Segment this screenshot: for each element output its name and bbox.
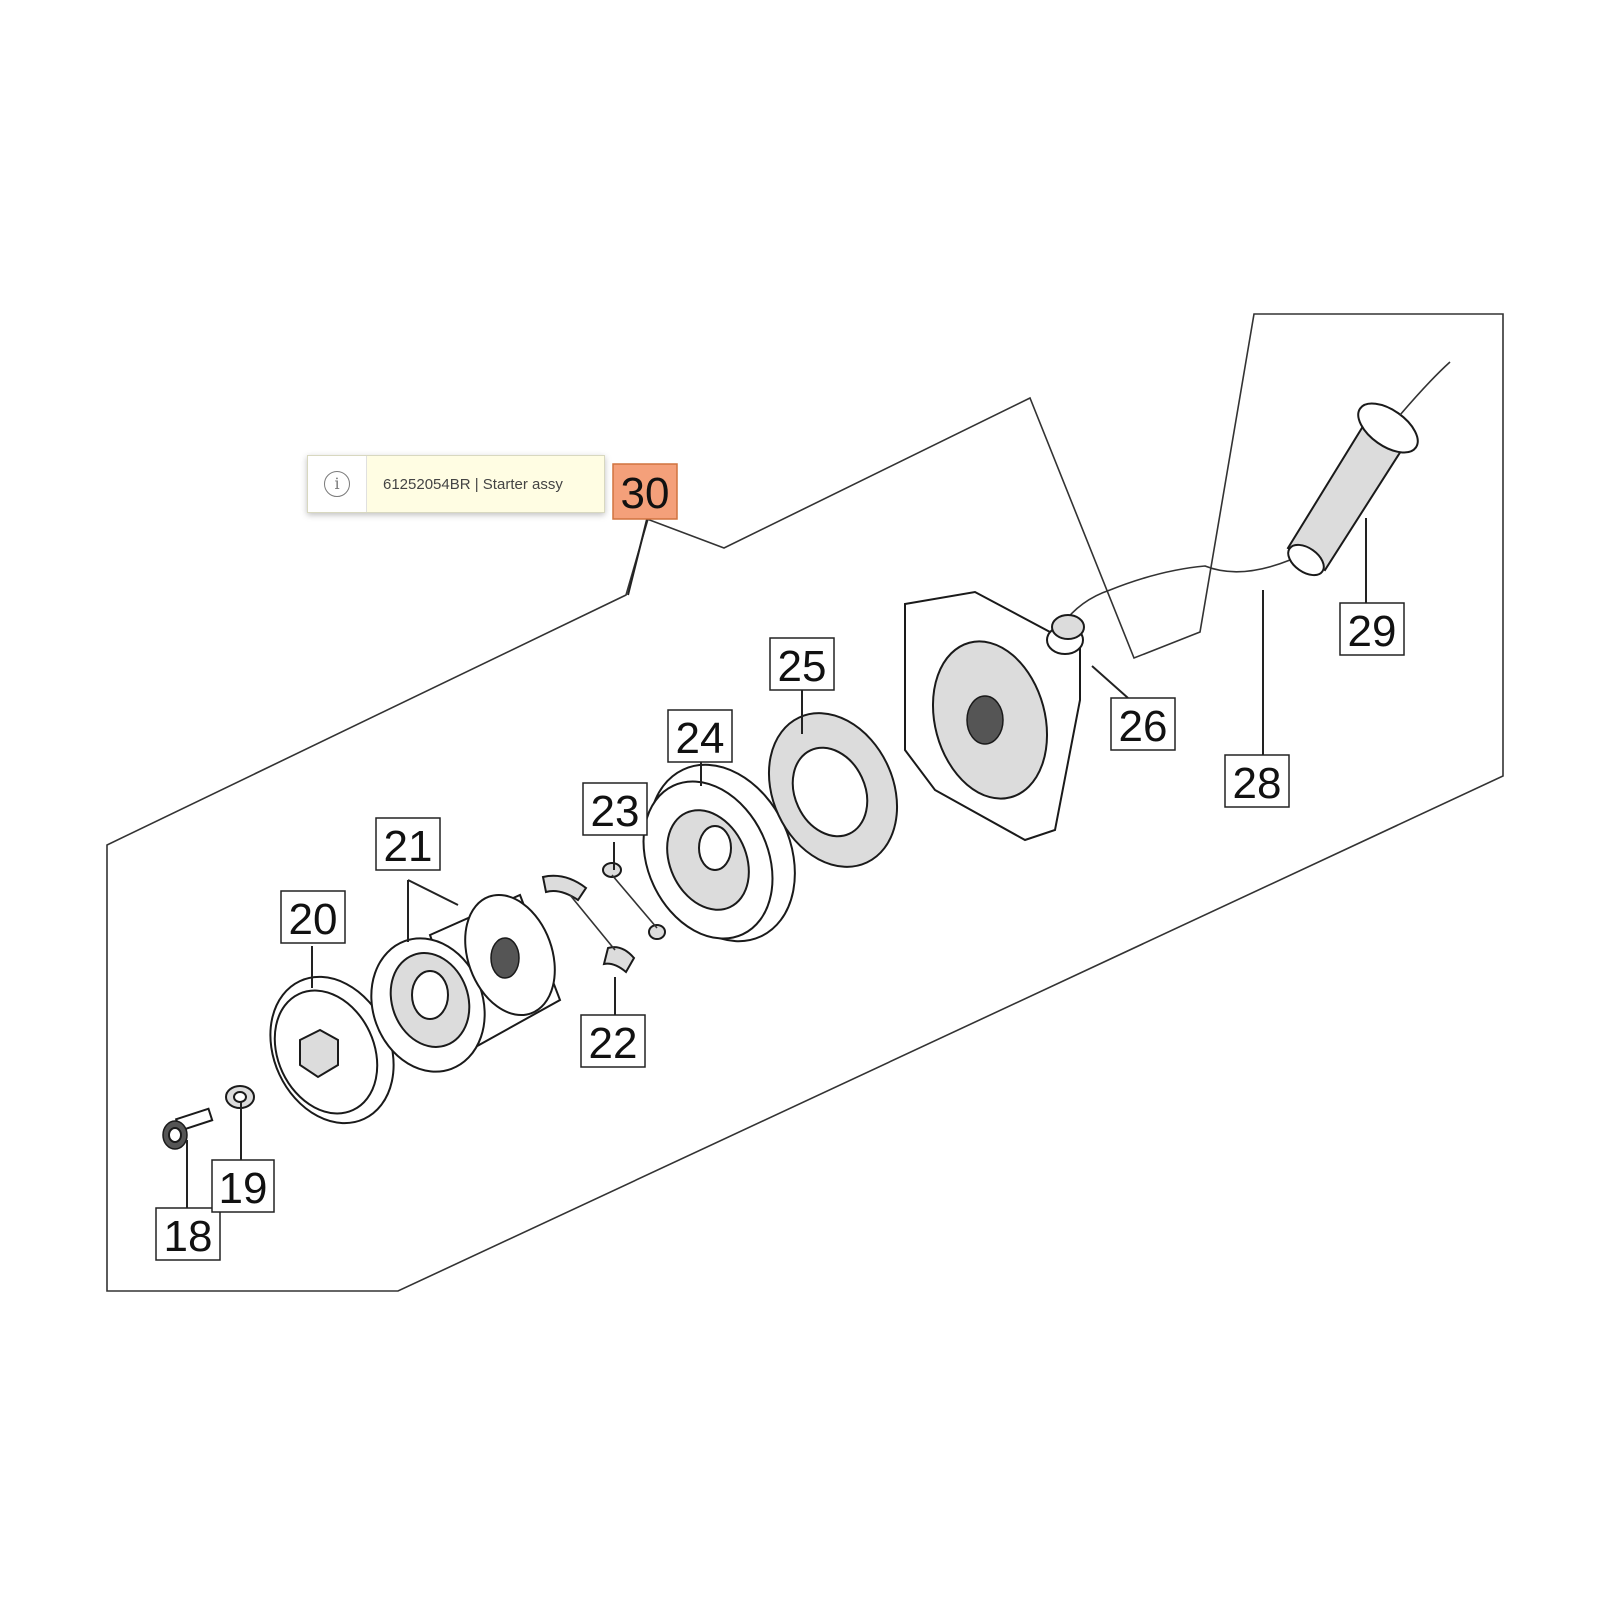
svg-text:24: 24	[676, 714, 725, 763]
callout-23[interactable]: 23	[582, 782, 648, 836]
part-starter-housing[interactable]	[904, 590, 1084, 842]
callout-30[interactable]: 30	[612, 463, 678, 520]
tooltip-icon-cell: i	[308, 456, 367, 512]
part-recoil-spring[interactable]	[745, 692, 921, 888]
callout-28[interactable]: 28	[1224, 754, 1290, 808]
callout-20[interactable]: 20	[280, 890, 346, 944]
svg-text:18: 18	[164, 1212, 213, 1261]
callout-25[interactable]: 25	[769, 637, 835, 691]
svg-text:30: 30	[621, 469, 670, 518]
svg-text:22: 22	[589, 1019, 638, 1068]
tooltip-text: 61252054BR | Starter assy	[383, 475, 563, 493]
part-tooltip: i 61252054BR | Starter assy	[307, 455, 605, 513]
part-clutch-shoes[interactable]	[541, 874, 636, 974]
svg-text:28: 28	[1233, 759, 1282, 808]
callout-26[interactable]: 26	[1110, 697, 1176, 751]
svg-text:21: 21	[384, 822, 433, 871]
callout-18[interactable]: 18	[155, 1207, 221, 1261]
part-rope-pulley[interactable]	[619, 741, 823, 965]
svg-text:26: 26	[1119, 702, 1168, 751]
callout-21[interactable]: 21	[375, 817, 441, 871]
part-starter-handle[interactable]	[1283, 361, 1451, 581]
callout-29[interactable]: 29	[1339, 602, 1405, 656]
part-springs[interactable]	[602, 862, 666, 940]
callout-24[interactable]: 24	[667, 709, 733, 763]
svg-text:25: 25	[778, 642, 827, 691]
svg-text:19: 19	[219, 1164, 268, 1213]
part-washer[interactable]	[225, 1085, 255, 1109]
part-bolt[interactable]	[162, 1107, 214, 1150]
info-icon: i	[324, 471, 350, 497]
part-clutch-drum[interactable]	[353, 882, 571, 1087]
callout-19[interactable]: 19	[211, 1159, 275, 1213]
svg-text:23: 23	[591, 787, 640, 836]
assembly-frame	[106, 313, 1504, 1292]
callout-22[interactable]: 22	[580, 1014, 646, 1068]
part-rope[interactable]	[1061, 559, 1291, 626]
svg-text:29: 29	[1348, 607, 1397, 656]
svg-text:20: 20	[289, 895, 338, 944]
part-rope-grommet[interactable]	[1051, 614, 1085, 640]
